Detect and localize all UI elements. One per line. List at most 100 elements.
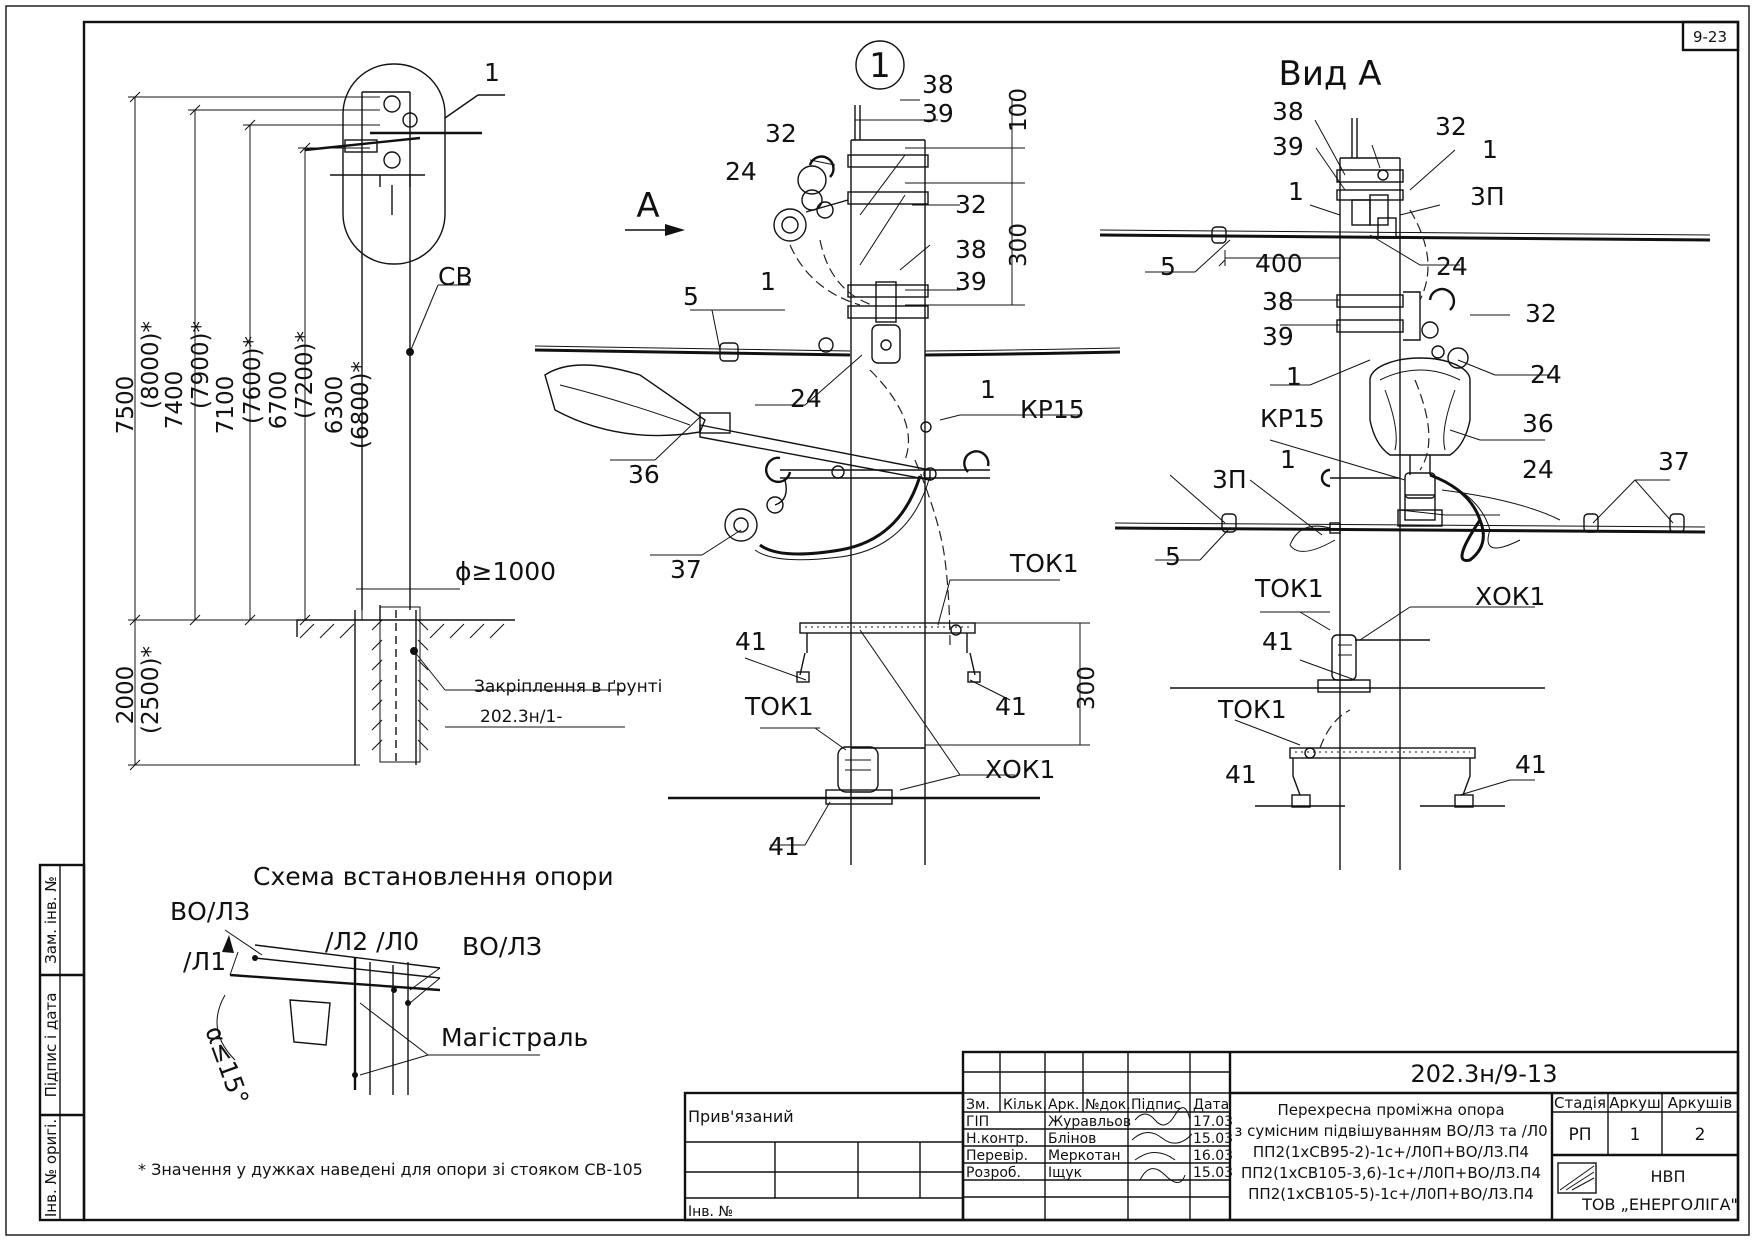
- d1-label-41c: 41: [768, 832, 800, 861]
- tb-desc-0: Перехресна проміжна опора: [1277, 1101, 1504, 1119]
- tb-inv-no: Інв. №: [688, 1204, 733, 1220]
- dim-2500: (2500)*: [138, 646, 164, 734]
- dim-8000: (8000)*: [138, 321, 164, 409]
- dim-6700: 6700: [266, 371, 292, 430]
- scheme-angle: α≤15°: [199, 1022, 254, 1109]
- tb-row3-name: Меркотан: [1048, 1148, 1121, 1164]
- d1-label-39b: 39: [955, 267, 987, 296]
- va-label-kp15: КР15: [1260, 404, 1325, 433]
- dim-7600: (7600)*: [240, 336, 266, 424]
- va-label-5a: 5: [1160, 252, 1176, 281]
- label-fix-ground: Закріплення в ґрунті: [474, 677, 662, 697]
- d1-label-32a: 32: [765, 119, 797, 148]
- tb-row4-role: Розроб.: [966, 1165, 1021, 1181]
- d1-label-kp15: КР15: [1020, 395, 1085, 424]
- tb-doc-code: 202.3н/9-13: [1411, 1060, 1558, 1088]
- va-label-1a: 1: [1482, 135, 1498, 164]
- view-a-drawing: [1099, 118, 1711, 870]
- stamp-inv-orig: Інв. № оригі.: [42, 1119, 60, 1217]
- d1-label-tok1a: ТОК1: [1009, 549, 1079, 578]
- tb-header-data: Дата: [1193, 1097, 1229, 1113]
- d1-label-41b: 41: [995, 692, 1027, 721]
- dim-7500: 7500: [113, 376, 139, 435]
- d1-dim-300b: 300: [1074, 666, 1100, 710]
- tb-row2-date: 15.03: [1193, 1131, 1233, 1147]
- tb-row2-role: Н.контр.: [966, 1131, 1029, 1147]
- tb-row3-role: Перевір.: [966, 1148, 1028, 1164]
- va-label-39b: 39: [1262, 322, 1294, 351]
- tb-header-pidpys: Підпис: [1131, 1097, 1181, 1113]
- va-label-24b: 24: [1530, 360, 1562, 389]
- d1-label-38b: 38: [955, 235, 987, 264]
- tb-row2-name: Блінов: [1048, 1131, 1096, 1147]
- va-label-3pb: 3П: [1212, 465, 1247, 494]
- va-label-41b: 41: [1225, 760, 1257, 789]
- view-a-title: Вид А: [1279, 54, 1382, 94]
- tb-privyazaniy: Прив'язаний: [688, 1107, 794, 1126]
- va-label-400: 400: [1255, 249, 1303, 278]
- d1-label-38a: 38: [922, 70, 954, 99]
- scheme-vo13-left: ВО/ЛЗ: [170, 897, 250, 926]
- tb-sheet-label: Аркуш: [1609, 1094, 1660, 1112]
- label-pole-1: 1: [484, 58, 500, 87]
- tb-row4-name: Іщук: [1048, 1165, 1082, 1181]
- va-label-38b: 38: [1262, 287, 1294, 316]
- d1-label-37: 37: [670, 555, 702, 584]
- d1-label-41a: 41: [735, 627, 767, 656]
- va-label-24a: 24: [1436, 252, 1468, 281]
- d1-label-24a: 24: [725, 157, 757, 186]
- tb-row4-date: 15.03: [1193, 1165, 1233, 1181]
- detail-1-circle: [855, 40, 905, 90]
- va-label-1b: 1: [1288, 177, 1304, 206]
- side-stamp: [38, 863, 86, 1222]
- stamp-pidpys: Підпис і дата: [42, 993, 60, 1098]
- tb-sheets: 2: [1695, 1125, 1706, 1145]
- d1-label-1b: 1: [980, 375, 996, 404]
- stamp-zam-inv: Зам. інв. №: [42, 876, 60, 964]
- dim-7100: 7100: [213, 376, 239, 435]
- tb-row1-role: ГІП: [966, 1114, 989, 1130]
- d1-dim-100: 100: [1006, 88, 1032, 132]
- sheet-code-box: [1681, 20, 1740, 52]
- tb-row1-name: Журавльов: [1048, 1114, 1131, 1130]
- va-label-32b: 32: [1525, 299, 1557, 328]
- detail-1-drawing: [534, 40, 1121, 865]
- dim-7200: (7200)*: [292, 331, 318, 419]
- va-label-37: 37: [1658, 447, 1690, 476]
- dim-7400: 7400: [162, 371, 188, 430]
- scheme-title: Схема встановлення опори: [253, 862, 614, 891]
- d1-label-32b: 32: [955, 190, 987, 219]
- label-cv: СВ: [438, 262, 473, 291]
- footnote: * Значення у дужках наведені для опори з…: [138, 1160, 643, 1179]
- detail-1-number: 1: [869, 46, 891, 86]
- tb-desc-2: ПП2(1хСВ95-2)-1с+/Л0П+ВО/ЛЗ.П4: [1253, 1143, 1529, 1161]
- tb-header-ndok: №док.: [1085, 1097, 1131, 1113]
- tb-header-kilk: Кільк.: [1003, 1097, 1047, 1113]
- va-label-1c: 1: [1286, 362, 1302, 391]
- tb-org1: НВП: [1650, 1167, 1685, 1186]
- va-label-32a: 32: [1435, 112, 1467, 141]
- dim-2000: 2000: [113, 666, 139, 725]
- tb-sheets-label: Аркушів: [1668, 1094, 1732, 1112]
- tb-header-ark: Арк.: [1048, 1097, 1079, 1113]
- label-diameter: ϕ≥1000: [455, 557, 556, 586]
- va-label-3pa: 3П: [1470, 182, 1505, 211]
- title-block-grid: [683, 1050, 1740, 1222]
- d1-label-5: 5: [683, 282, 699, 311]
- va-label-38a: 38: [1272, 97, 1304, 126]
- va-label-41c: 41: [1515, 750, 1547, 779]
- d1-label-1a: 1: [760, 267, 776, 296]
- d1-dim-300a: 300: [1006, 223, 1032, 267]
- arrow-a-label: A: [636, 186, 659, 226]
- tb-row1-date: 17.03: [1193, 1114, 1233, 1130]
- tb-desc-4: ПП2(1хСВ105-5)-1с+/Л0П+ВО/ЛЗ.П4: [1248, 1185, 1534, 1203]
- scheme-vo13-right: ВО/ЛЗ: [462, 932, 542, 961]
- scheme-l2l0: /Л2 /Л0: [325, 927, 419, 956]
- d1-label-xok1: ХОК1: [985, 755, 1055, 784]
- va-label-tok1a: ТОК1: [1254, 574, 1324, 603]
- d1-label-39a: 39: [922, 99, 954, 128]
- tb-sheet: 1: [1630, 1125, 1641, 1145]
- va-label-xok1: ХОК1: [1475, 582, 1545, 611]
- scheme-l1: /Л1: [183, 947, 226, 976]
- sheet-outer-border: [5, 5, 1750, 1236]
